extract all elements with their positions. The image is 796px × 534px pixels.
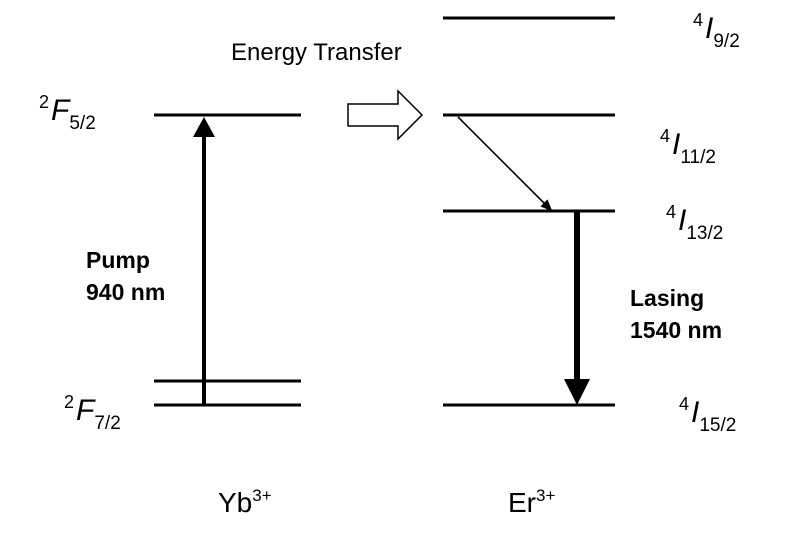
energy-transfer-arrow xyxy=(347,89,424,141)
pump-label: Pump 940 nm xyxy=(86,244,165,308)
er-ion-label: Er3+ xyxy=(508,486,556,518)
er-4i152-label: 4I15/2 xyxy=(679,395,736,435)
er-4i152-multiplicity: 4 xyxy=(679,394,690,414)
yb-2f52-letter: F xyxy=(51,94,70,127)
pump-label-line2: 940 nm xyxy=(86,279,166,305)
er-4i92-j: 9/2 xyxy=(713,31,740,52)
er-4i132-j: 13/2 xyxy=(686,223,724,244)
er-4i112-label: 4I11/2 xyxy=(660,127,716,167)
er-4i152-letter: I xyxy=(691,396,700,429)
yb-2f52-multiplicity: 2 xyxy=(39,92,50,112)
lasing-label-line2: 1540 nm xyxy=(630,317,723,343)
er-4i152-j: 15/2 xyxy=(699,415,737,436)
er-4i112-letter: I xyxy=(672,128,681,161)
pump-label-line1: Pump xyxy=(86,247,150,273)
er-4i132-label: 4I13/2 xyxy=(666,203,723,243)
yb-2f52-j: 5/2 xyxy=(69,113,96,134)
er-ion-charge: 3+ xyxy=(536,486,556,505)
yb-ion-label: Yb3+ xyxy=(218,486,272,518)
er-4i92-label: 4I9/2 xyxy=(693,11,740,51)
yb-2f72-multiplicity: 2 xyxy=(64,392,75,412)
relaxation-arrow xyxy=(457,116,553,212)
lasing-label-line1: Lasing xyxy=(630,285,705,311)
energy-transfer-label: Energy Transfer xyxy=(231,39,402,66)
yb-ion-charge: 3+ xyxy=(252,486,272,505)
er-ion-symbol: Er xyxy=(508,487,536,518)
lasing-arrowhead xyxy=(564,379,590,405)
er-4i112-j: 11/2 xyxy=(680,147,716,168)
er-4i112-multiplicity: 4 xyxy=(660,126,671,146)
er-4i92-letter: I xyxy=(705,12,714,45)
pump-arrowhead xyxy=(193,117,215,137)
yb-ion-symbol: Yb xyxy=(218,487,253,518)
lasing-label: Lasing 1540 nm xyxy=(630,282,722,346)
er-4i132-multiplicity: 4 xyxy=(666,202,677,222)
yb-2f72-j: 7/2 xyxy=(94,413,121,434)
er-4i92-multiplicity: 4 xyxy=(693,10,704,30)
er-4i132-letter: I xyxy=(678,204,687,237)
yb-2f72-letter: F xyxy=(76,394,95,427)
yb-2f52-label: 2F5/2 xyxy=(39,93,96,133)
yb-2f72-label: 2F7/2 xyxy=(64,393,121,433)
